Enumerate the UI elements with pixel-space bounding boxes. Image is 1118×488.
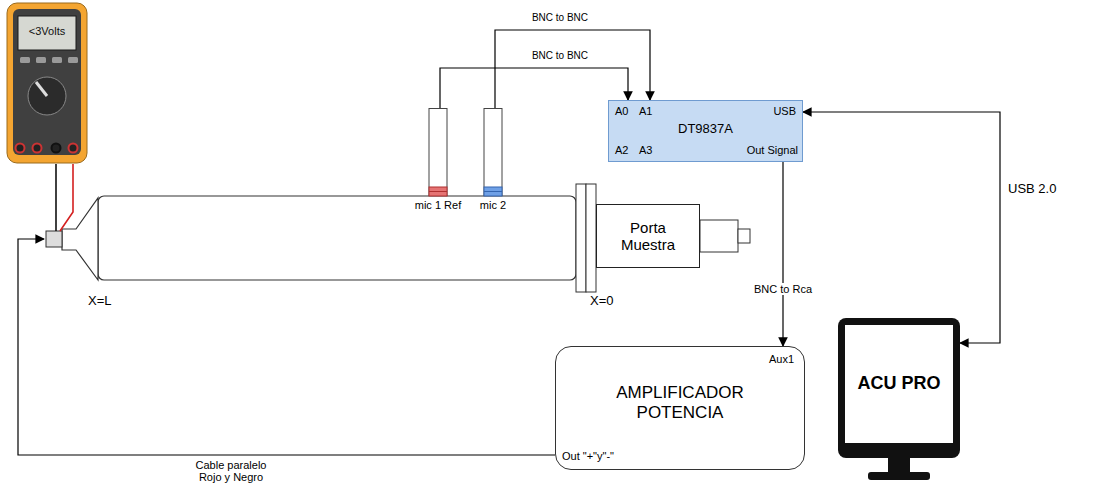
reference-microphone-art xyxy=(404,108,472,212)
tube-flange xyxy=(586,184,596,292)
speaker-horn xyxy=(62,198,98,280)
meter-reading: <3Volts xyxy=(18,25,76,38)
input-name: Aux1 xyxy=(769,353,794,366)
position-label: X=0 xyxy=(590,294,614,308)
cable-label: USB 2.0 xyxy=(1006,182,1058,196)
cable-label: BNC to BNC xyxy=(530,50,590,61)
output-name: Out "+"y"-" xyxy=(562,450,614,463)
usb-cable xyxy=(803,112,1000,343)
pin-name: A0 xyxy=(615,105,628,118)
computer: ACU PRO xyxy=(838,318,960,480)
cable-label: BNC to BNC xyxy=(530,12,590,23)
pin-name: USB xyxy=(773,105,796,118)
sample-holder-label: Porta Muestra xyxy=(603,219,693,254)
bnc-cable xyxy=(495,30,650,108)
daq-module: A0 A1 USB DT9837A A2 A3 Out Signal xyxy=(608,100,803,162)
mic-label: mic 1 Ref xyxy=(404,199,472,212)
pin-name: Out Signal xyxy=(747,144,798,157)
software-name: ACU PRO xyxy=(845,373,953,394)
power-amplifier: Aux1AMPLIFICADOR POTENCIA Out "+"y"-" xyxy=(555,346,805,470)
sample-knob xyxy=(738,229,750,243)
black-lead xyxy=(55,164,57,231)
reference-microphone: mic 1 Ref xyxy=(404,108,476,216)
impedance-tube xyxy=(98,196,576,280)
pin-name: A3 xyxy=(639,144,652,157)
red-lead xyxy=(60,164,73,231)
amplifier-label: AMPLIFICADOR POTENCIA xyxy=(600,383,760,422)
speaker-cable xyxy=(18,239,555,455)
speaker-terminal xyxy=(46,231,62,247)
microphone-art xyxy=(461,108,525,212)
cable-label: Cable paralelo Rojo y Negro xyxy=(185,459,277,483)
pin-name: A2 xyxy=(615,144,628,157)
bnc-cable xyxy=(440,68,628,108)
tube-flange xyxy=(576,184,586,292)
sample-holder: Porta Muestra xyxy=(596,204,700,268)
microphone: mic 2 xyxy=(461,108,529,216)
mic-label: mic 2 xyxy=(461,199,525,212)
computer-art xyxy=(838,318,960,480)
rca-cable xyxy=(782,162,783,346)
cable-label: BNC to Rca xyxy=(752,283,814,295)
multimeter: <3Volts xyxy=(6,2,88,164)
device-name: DT9837A xyxy=(609,122,802,137)
pin-name: A1 xyxy=(639,105,652,118)
position-label: X=L xyxy=(88,294,112,308)
sample-cap xyxy=(700,220,738,252)
